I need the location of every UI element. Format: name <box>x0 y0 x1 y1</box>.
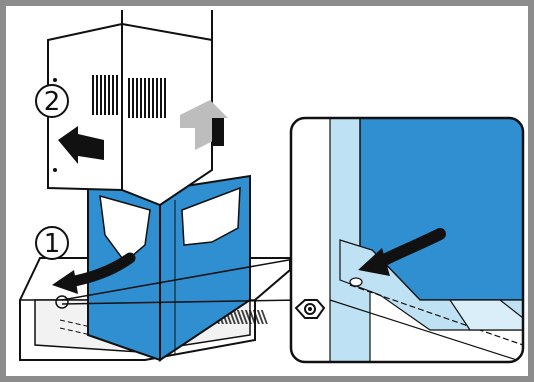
push-arrow-icon <box>58 126 104 164</box>
nut-icon <box>294 299 326 319</box>
lower-duct <box>87 174 251 362</box>
step-two-marker: 2 <box>35 84 69 118</box>
film-flap-right <box>181 186 241 246</box>
step-one-marker: 1 <box>35 226 69 260</box>
film-flap-left <box>99 194 151 264</box>
upper-duct <box>47 10 213 207</box>
step-two-label: 2 <box>44 87 61 117</box>
zoom-connector <box>55 257 301 309</box>
curved-arrow-icon <box>52 252 136 294</box>
step-one-label: 1 <box>44 229 61 259</box>
zoom-inset <box>289 116 525 364</box>
lift-arrow <box>180 100 228 150</box>
